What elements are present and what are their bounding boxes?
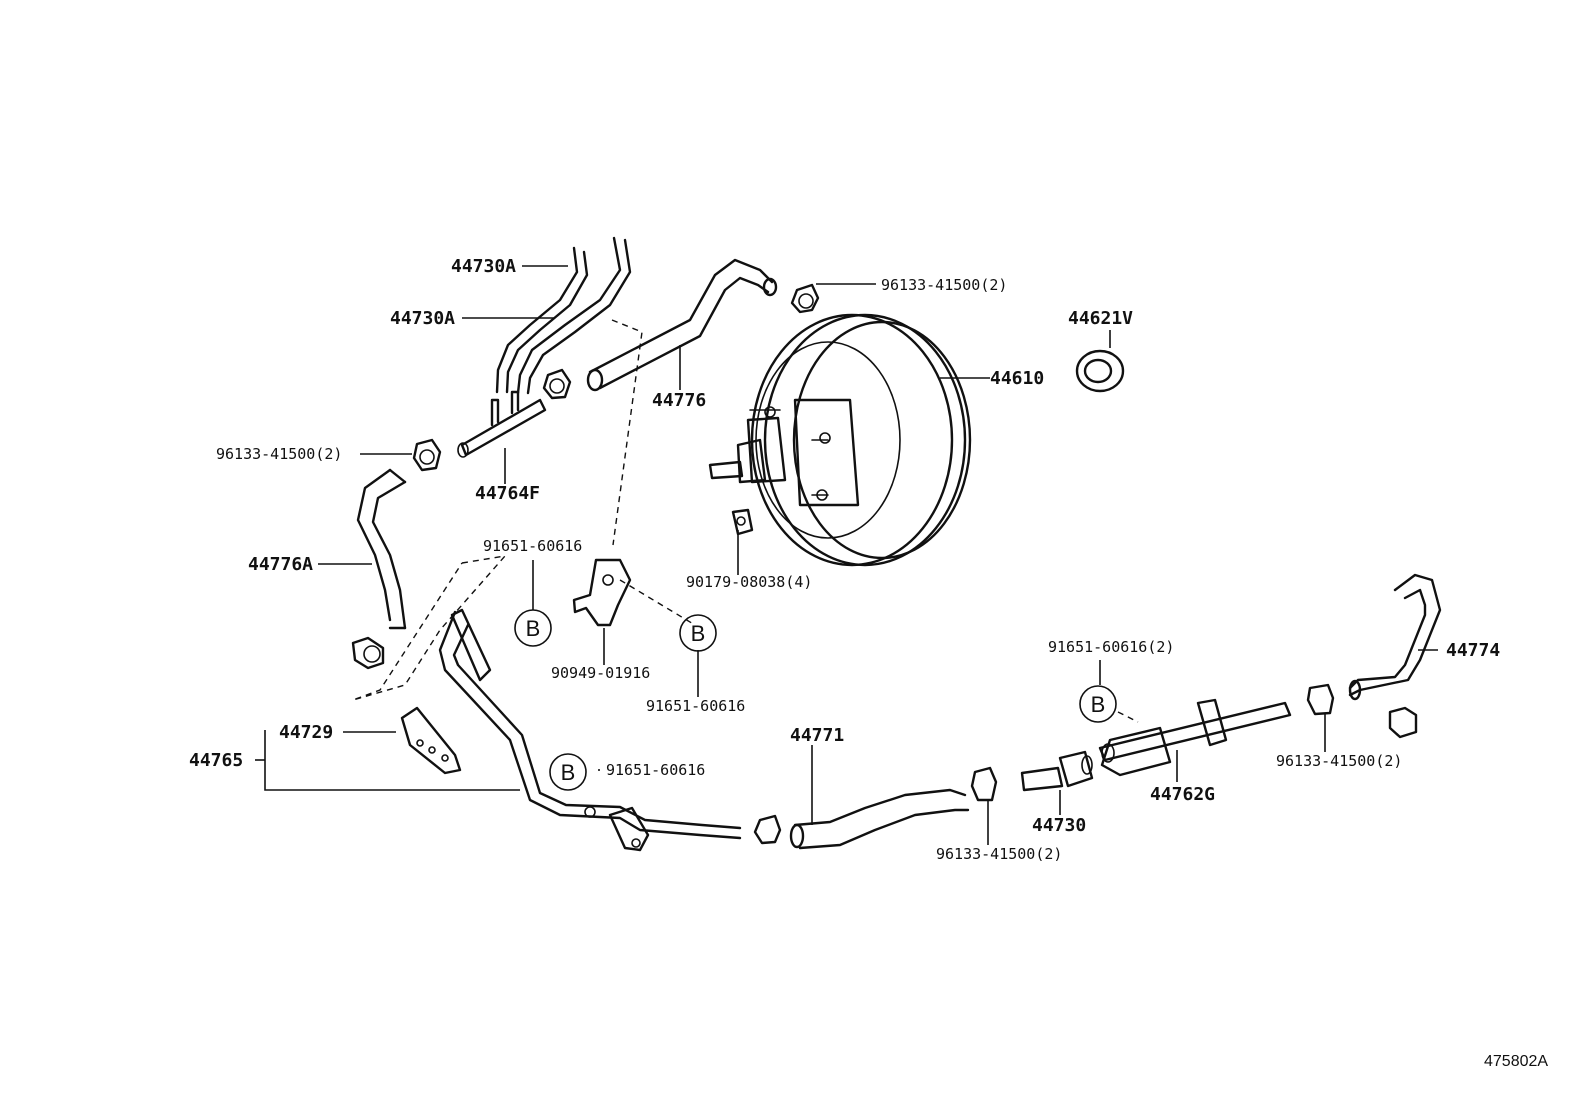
- label-91651-b[interactable]: 91651-60616: [646, 697, 745, 715]
- hose-44730A-icon: [495, 236, 632, 395]
- label-90949[interactable]: 90949-01916: [551, 664, 650, 682]
- label-44730A-upper[interactable]: 44730A: [451, 256, 516, 277]
- label-96133-left[interactable]: 96133-41500(2): [216, 445, 342, 463]
- pipe-44765-icon: [438, 608, 742, 852]
- marker-b-3: B: [1079, 685, 1117, 723]
- label-44774[interactable]: 44774: [1446, 640, 1500, 661]
- label-44764F[interactable]: 44764F: [475, 483, 540, 504]
- seal-44621V-icon: [1075, 349, 1125, 393]
- label-90179[interactable]: 90179-08038(4): [686, 573, 812, 591]
- label-96133-right[interactable]: 96133-41500(2): [1276, 752, 1402, 770]
- hose-44776-icon: [586, 258, 778, 392]
- label-44771[interactable]: 44771: [790, 725, 844, 746]
- nut-90179-icon: [731, 508, 754, 536]
- hose-clamp-icon: [753, 814, 782, 845]
- hose-44776A-icon: [356, 468, 407, 630]
- hose-44774-icon: [1348, 573, 1442, 701]
- svg-text:B: B: [526, 616, 541, 641]
- marker-b-1: B: [514, 609, 552, 647]
- label-91651-a[interactable]: 91651-60616: [483, 537, 582, 555]
- svg-text:B: B: [561, 760, 576, 785]
- label-44729[interactable]: 44729: [279, 722, 333, 743]
- bracket-90949-icon: [572, 558, 632, 627]
- leader-lines: [255, 265, 1438, 845]
- hose-clamp-icon: [970, 766, 998, 802]
- label-44730A-lower[interactable]: 44730A: [390, 308, 455, 329]
- label-44621V[interactable]: 44621V: [1068, 308, 1133, 329]
- hose-clamp-icon: [351, 636, 385, 670]
- hose-clamp-icon: [790, 283, 820, 314]
- check-valve-icon: [1020, 750, 1094, 792]
- valve-pipe-44762G-icon: [1098, 698, 1292, 777]
- label-44776A[interactable]: 44776A: [248, 554, 313, 575]
- diagram-reference: 475802A: [1484, 1053, 1548, 1070]
- label-44610[interactable]: 44610: [990, 368, 1044, 389]
- label-91651-d[interactable]: 91651-60616: [606, 761, 705, 779]
- label-96133-bottom[interactable]: 96133-41500(2): [936, 845, 1062, 863]
- svg-text:B: B: [691, 621, 706, 646]
- label-96133-top[interactable]: 96133-41500(2): [881, 276, 1007, 294]
- brake-booster-icon: [708, 313, 972, 567]
- union-44764F-icon: [457, 390, 547, 458]
- hose-clamp-icon: [542, 368, 572, 400]
- label-44730[interactable]: 44730: [1032, 815, 1086, 836]
- label-91651-c[interactable]: 91651-60616(2): [1048, 638, 1174, 656]
- label-44762G[interactable]: 44762G: [1150, 784, 1215, 805]
- label-44776[interactable]: 44776: [652, 390, 706, 411]
- marker-b-4: B: [549, 753, 587, 791]
- label-44765[interactable]: 44765: [189, 750, 243, 771]
- bracket-44729-icon: [400, 706, 462, 775]
- hose-44771-icon: [789, 788, 970, 850]
- hose-clamp-icon: [1388, 706, 1418, 739]
- hose-clamp-icon: [1306, 683, 1335, 716]
- hose-clamp-icon: [412, 438, 442, 472]
- svg-text:B: B: [1091, 692, 1106, 717]
- marker-b-2: B: [679, 614, 717, 652]
